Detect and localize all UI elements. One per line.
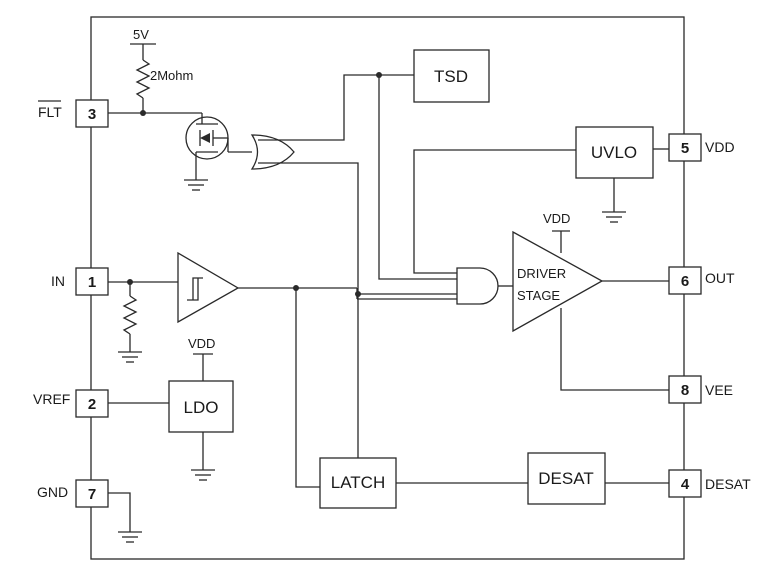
svg-text:TSD: TSD (434, 67, 468, 86)
input-ground-symbol (118, 351, 142, 363)
pin-vee: 8 VEE (668, 375, 733, 404)
svg-text:4: 4 (681, 476, 690, 493)
svg-text:3: 3 (88, 106, 96, 123)
svg-text:UVLO: UVLO (591, 143, 637, 162)
svg-text:OUT: OUT (705, 270, 735, 286)
svg-text:LDO: LDO (184, 398, 219, 417)
uvlo-block (575, 126, 654, 179)
svg-text:DESAT: DESAT (538, 469, 593, 488)
svg-text:1: 1 (88, 274, 96, 291)
desat-block (527, 452, 606, 505)
svg-text:IN: IN (51, 273, 65, 289)
label-vdd-ldo: VDD (188, 336, 215, 351)
pullup-resistor (135, 59, 151, 99)
svg-text:5: 5 (681, 140, 689, 157)
label-2mohm: 2Mohm (150, 68, 193, 83)
driver-stage-block (512, 230, 604, 333)
schmitt-trigger-buffer (177, 251, 240, 324)
uvlo-ground-symbol (602, 211, 626, 223)
pin-desat: 4 DESAT (668, 469, 751, 498)
label-5v: 5V (133, 27, 149, 42)
svg-text:STAGE: STAGE (517, 288, 560, 303)
tsd-block (413, 49, 490, 103)
svg-text:VREF: VREF (33, 391, 70, 407)
pin-vdd: 5 VDD (668, 133, 735, 162)
and-gate (456, 267, 499, 305)
ground-symbol (184, 179, 208, 191)
svg-text:6: 6 (681, 273, 689, 290)
ldo-block (168, 380, 234, 433)
label-vdd-driver: VDD (543, 211, 570, 226)
gnd-pin-ground-symbol (118, 531, 142, 543)
pin-flt: 3 FLT (38, 99, 109, 128)
pin-gnd: 7 GND (37, 479, 109, 508)
pin-out: 6 OUT (668, 266, 735, 295)
svg-text:7: 7 (88, 486, 96, 503)
svg-text:GND: GND (37, 484, 68, 500)
svg-text:LATCH: LATCH (331, 473, 385, 492)
pin-vref: 2 VREF (33, 389, 109, 418)
svg-text:VDD: VDD (705, 139, 735, 155)
svg-text:VEE: VEE (705, 382, 733, 398)
svg-text:FLT: FLT (38, 104, 62, 120)
ldo-ground-symbol (191, 469, 215, 481)
pin-in: 1 IN (51, 267, 109, 296)
svg-text:DESAT: DESAT (705, 476, 751, 492)
svg-text:8: 8 (681, 382, 689, 399)
latch-block (319, 457, 397, 509)
input-pulldown-resistor (122, 295, 138, 335)
svg-text:DRIVER: DRIVER (517, 266, 566, 281)
svg-text:2: 2 (88, 396, 96, 413)
or-gate (250, 134, 295, 170)
